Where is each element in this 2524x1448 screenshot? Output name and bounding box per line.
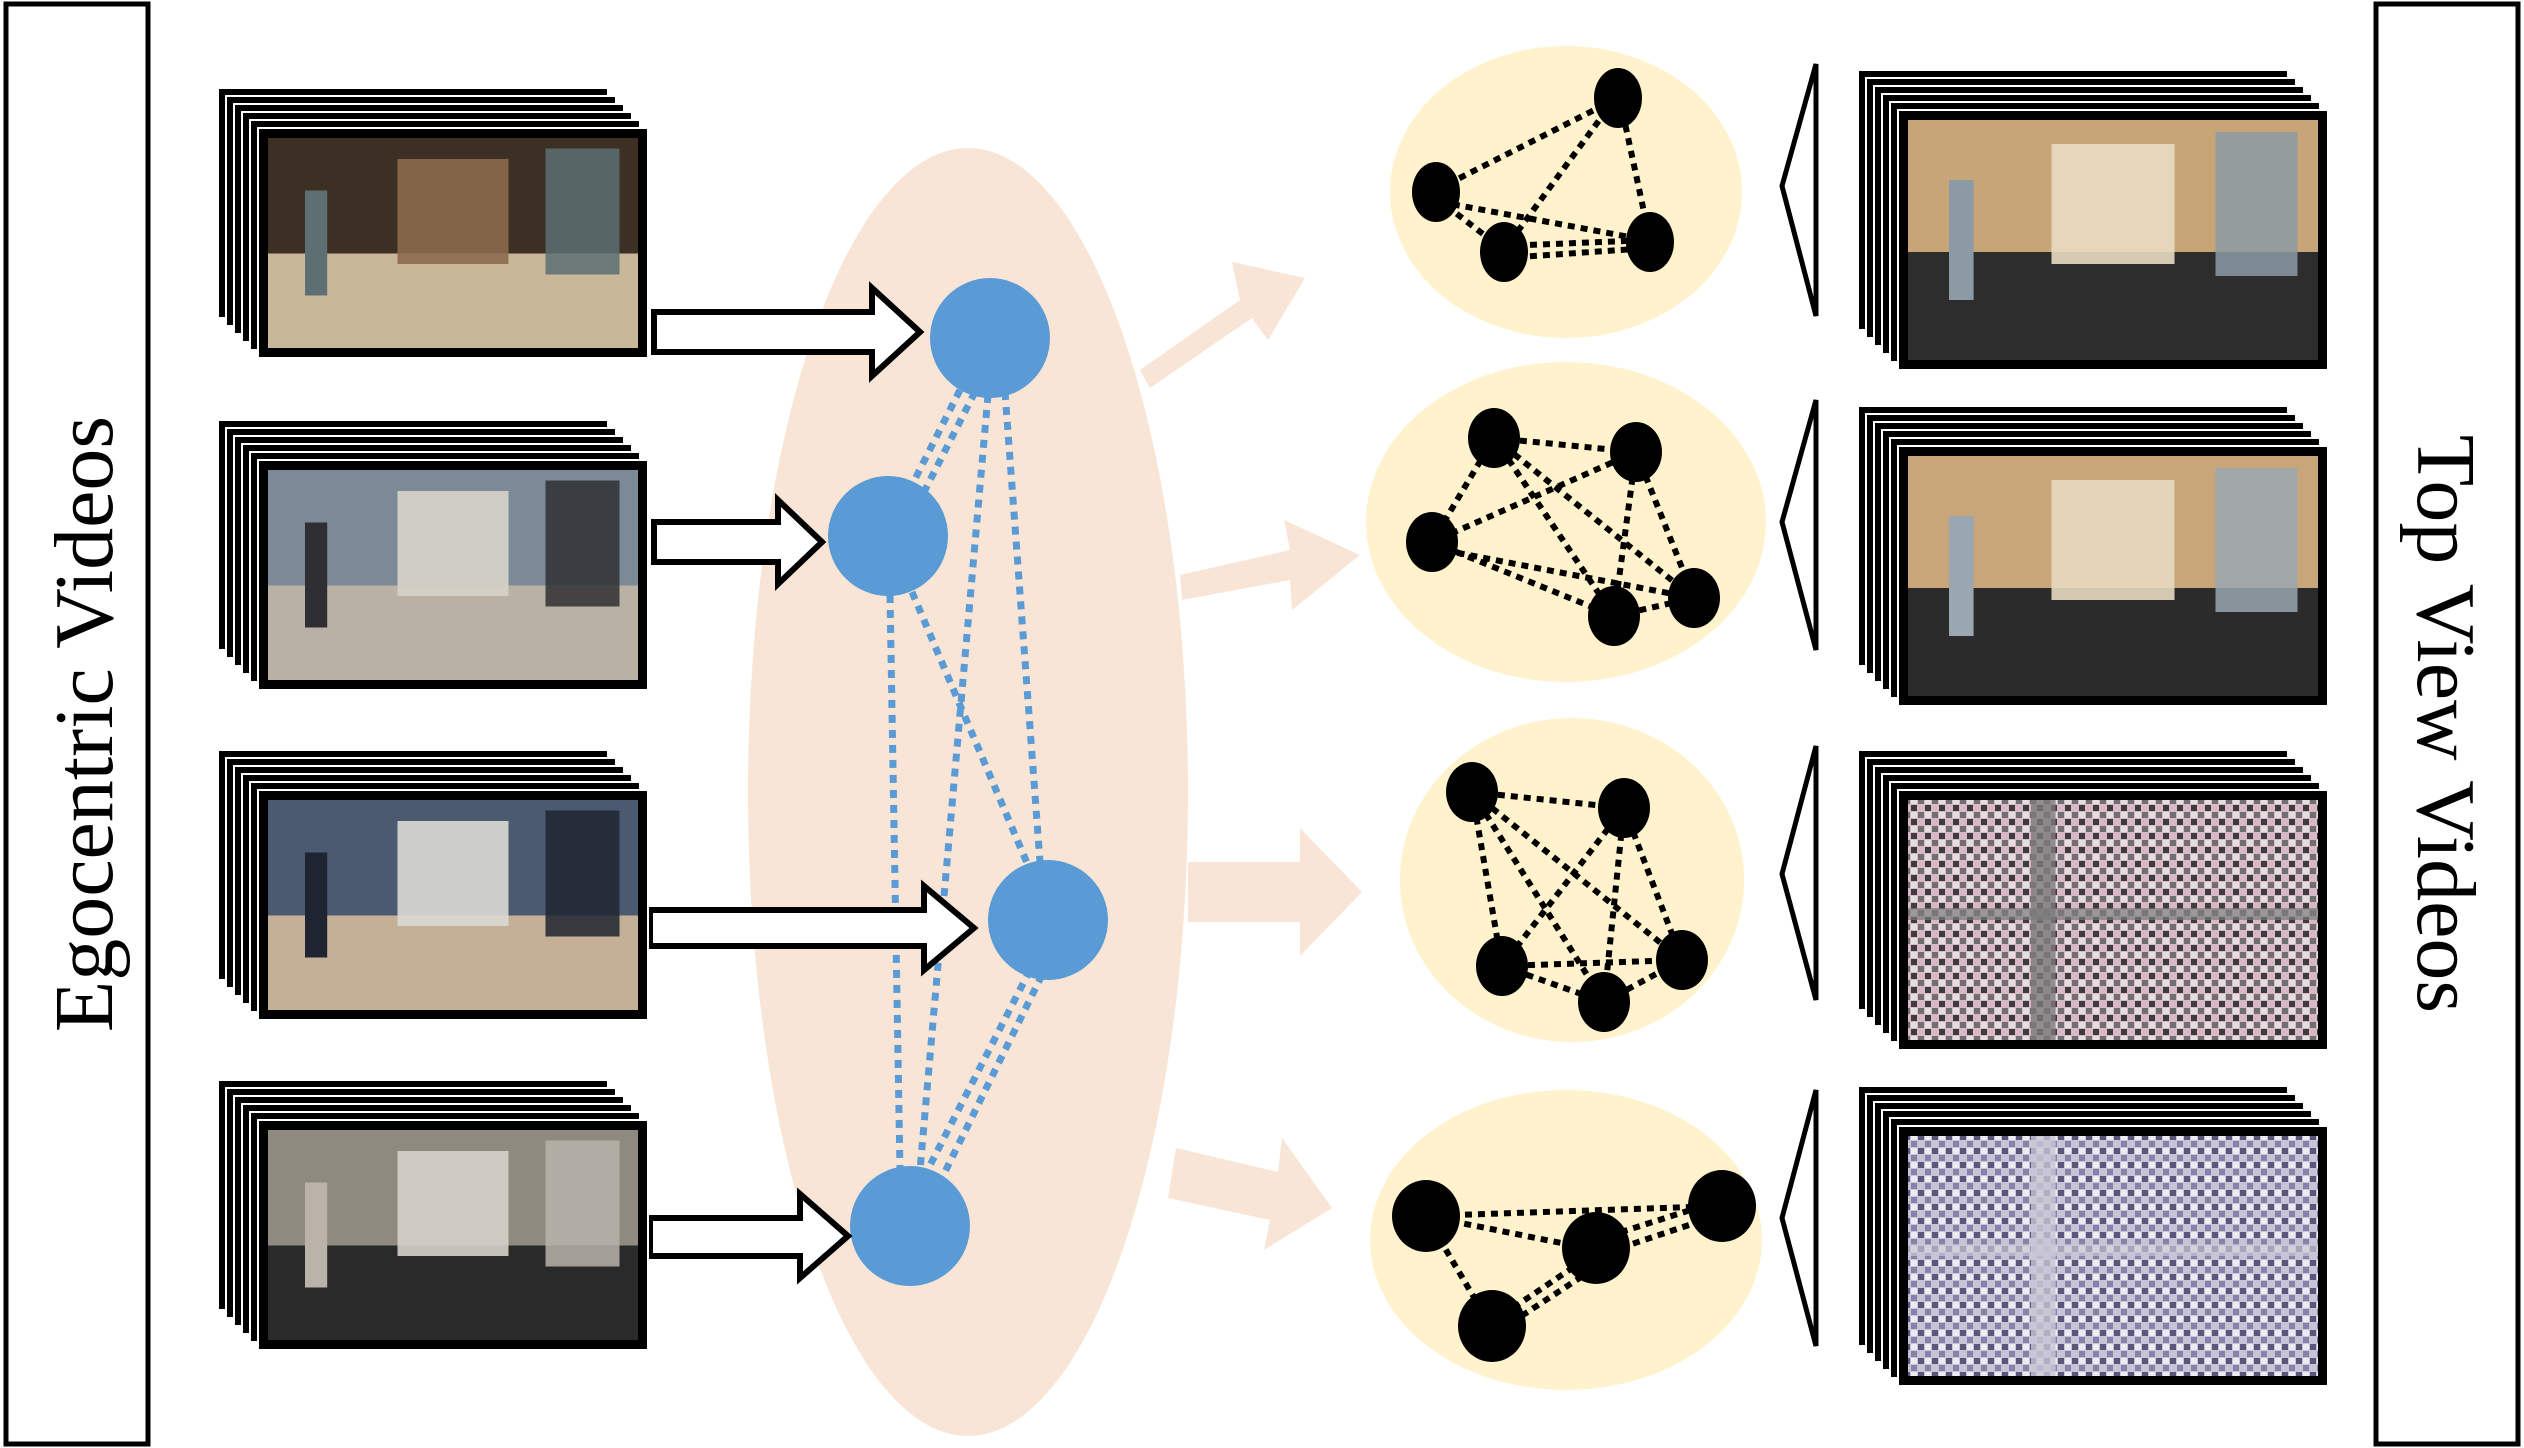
ego-frame-stack-4: [217, 1079, 649, 1351]
right-label: Top View Videos: [2399, 435, 2492, 1013]
g3-node: [1656, 930, 1708, 990]
g3-node: [1598, 778, 1650, 838]
output-arrows: [1140, 262, 1362, 1250]
g3-edge: [1601, 807, 1627, 1003]
top-arrows: [1779, 63, 1819, 1347]
g3-node: [1578, 972, 1630, 1032]
egocentric-frame-stacks: [217, 87, 649, 1351]
edge-1-3: [1001, 391, 1044, 863]
input-arrow-1: [651, 281, 925, 383]
output-arrow-1: [1140, 262, 1305, 388]
g1-edge: [1501, 98, 1617, 252]
frame-image: [1908, 120, 2318, 360]
top-frame-stack-4: [1857, 1085, 2329, 1387]
g2-edge: [1491, 436, 1617, 618]
output-arrow-4: [1168, 1138, 1332, 1250]
ego-frame-stack-1: [217, 87, 649, 359]
edge-1-2b: [921, 390, 979, 492]
frame-image: [1908, 1136, 2318, 1376]
ego-frame-stack-3: [217, 749, 649, 1021]
top-frame-stack-3: [1857, 749, 2329, 1051]
frame-image: [268, 138, 638, 348]
top-arrow-4: [1779, 1089, 1819, 1347]
graph-bg-3: [1400, 718, 1744, 1042]
g2-node: [1406, 512, 1458, 572]
g4-edge: [1425, 1203, 1723, 1219]
g1-edge: [1503, 245, 1651, 261]
blue-node-1: [930, 278, 1050, 398]
input-arrows: [647, 281, 979, 1285]
g3-edge: [1501, 957, 1683, 969]
g1-node: [1412, 162, 1460, 222]
blue-edges: [886, 388, 1046, 1184]
g4-node: [1688, 1170, 1756, 1242]
g3-edge: [1470, 789, 1684, 963]
g4-node: [1562, 1212, 1630, 1284]
input-arrow-4: [647, 1187, 853, 1285]
g3-node: [1476, 936, 1528, 996]
blue-node-4: [850, 1166, 970, 1286]
g1-edge: [1439, 199, 1647, 243]
black-nodes: [1392, 68, 1756, 1362]
g1-edge: [1503, 237, 1651, 249]
blue-node-3: [988, 860, 1108, 980]
top-frame-stack-2: [1857, 405, 2329, 707]
g3-node: [1446, 762, 1498, 822]
g4-node: [1458, 1290, 1526, 1362]
edge-1-2a: [908, 388, 964, 487]
g2-edge: [1431, 545, 1695, 601]
g2-edge: [1430, 449, 1638, 545]
g3-edge: [1469, 790, 1607, 1004]
left-label-box: [3, 1, 151, 1447]
blue-nodes: [828, 278, 1108, 1286]
top-arrow-1: [1779, 63, 1819, 317]
top-view-frame-stacks: [1857, 69, 2329, 1387]
edge-2-4: [886, 594, 904, 1171]
ego-frame-stack-2: [217, 419, 649, 691]
input-arrow-3: [647, 879, 979, 977]
output-arrow-3: [1188, 828, 1362, 956]
top-frame-stack-1: [1857, 69, 2329, 371]
g1-node: [1480, 222, 1528, 282]
frame-image: [268, 800, 638, 1010]
g4-node: [1392, 1180, 1460, 1252]
frame-image: [1908, 456, 2318, 696]
g1-node: [1594, 68, 1642, 128]
top-arrow-3: [1779, 745, 1819, 1001]
g2-node: [1610, 422, 1662, 482]
frame-image: [1908, 800, 2318, 1040]
top-arrow-2: [1779, 399, 1819, 651]
output-arrow-2: [1180, 520, 1360, 610]
frame-image: [268, 1130, 638, 1340]
g2-node: [1468, 408, 1520, 468]
left-label: Egocentric Videos: [38, 416, 131, 1032]
blue-node-2: [828, 476, 948, 596]
edge-1-4: [916, 394, 992, 1171]
input-arrow-2: [651, 492, 827, 592]
g2-edge: [1492, 435, 1696, 601]
g2-node: [1668, 568, 1720, 628]
g1-node: [1626, 212, 1674, 272]
g2-node: [1588, 586, 1640, 646]
graph-ellipse: [748, 148, 1188, 1436]
edge-2-3: [908, 590, 1034, 872]
right-label-box: [2373, 1, 2521, 1447]
frame-image: [268, 470, 638, 680]
